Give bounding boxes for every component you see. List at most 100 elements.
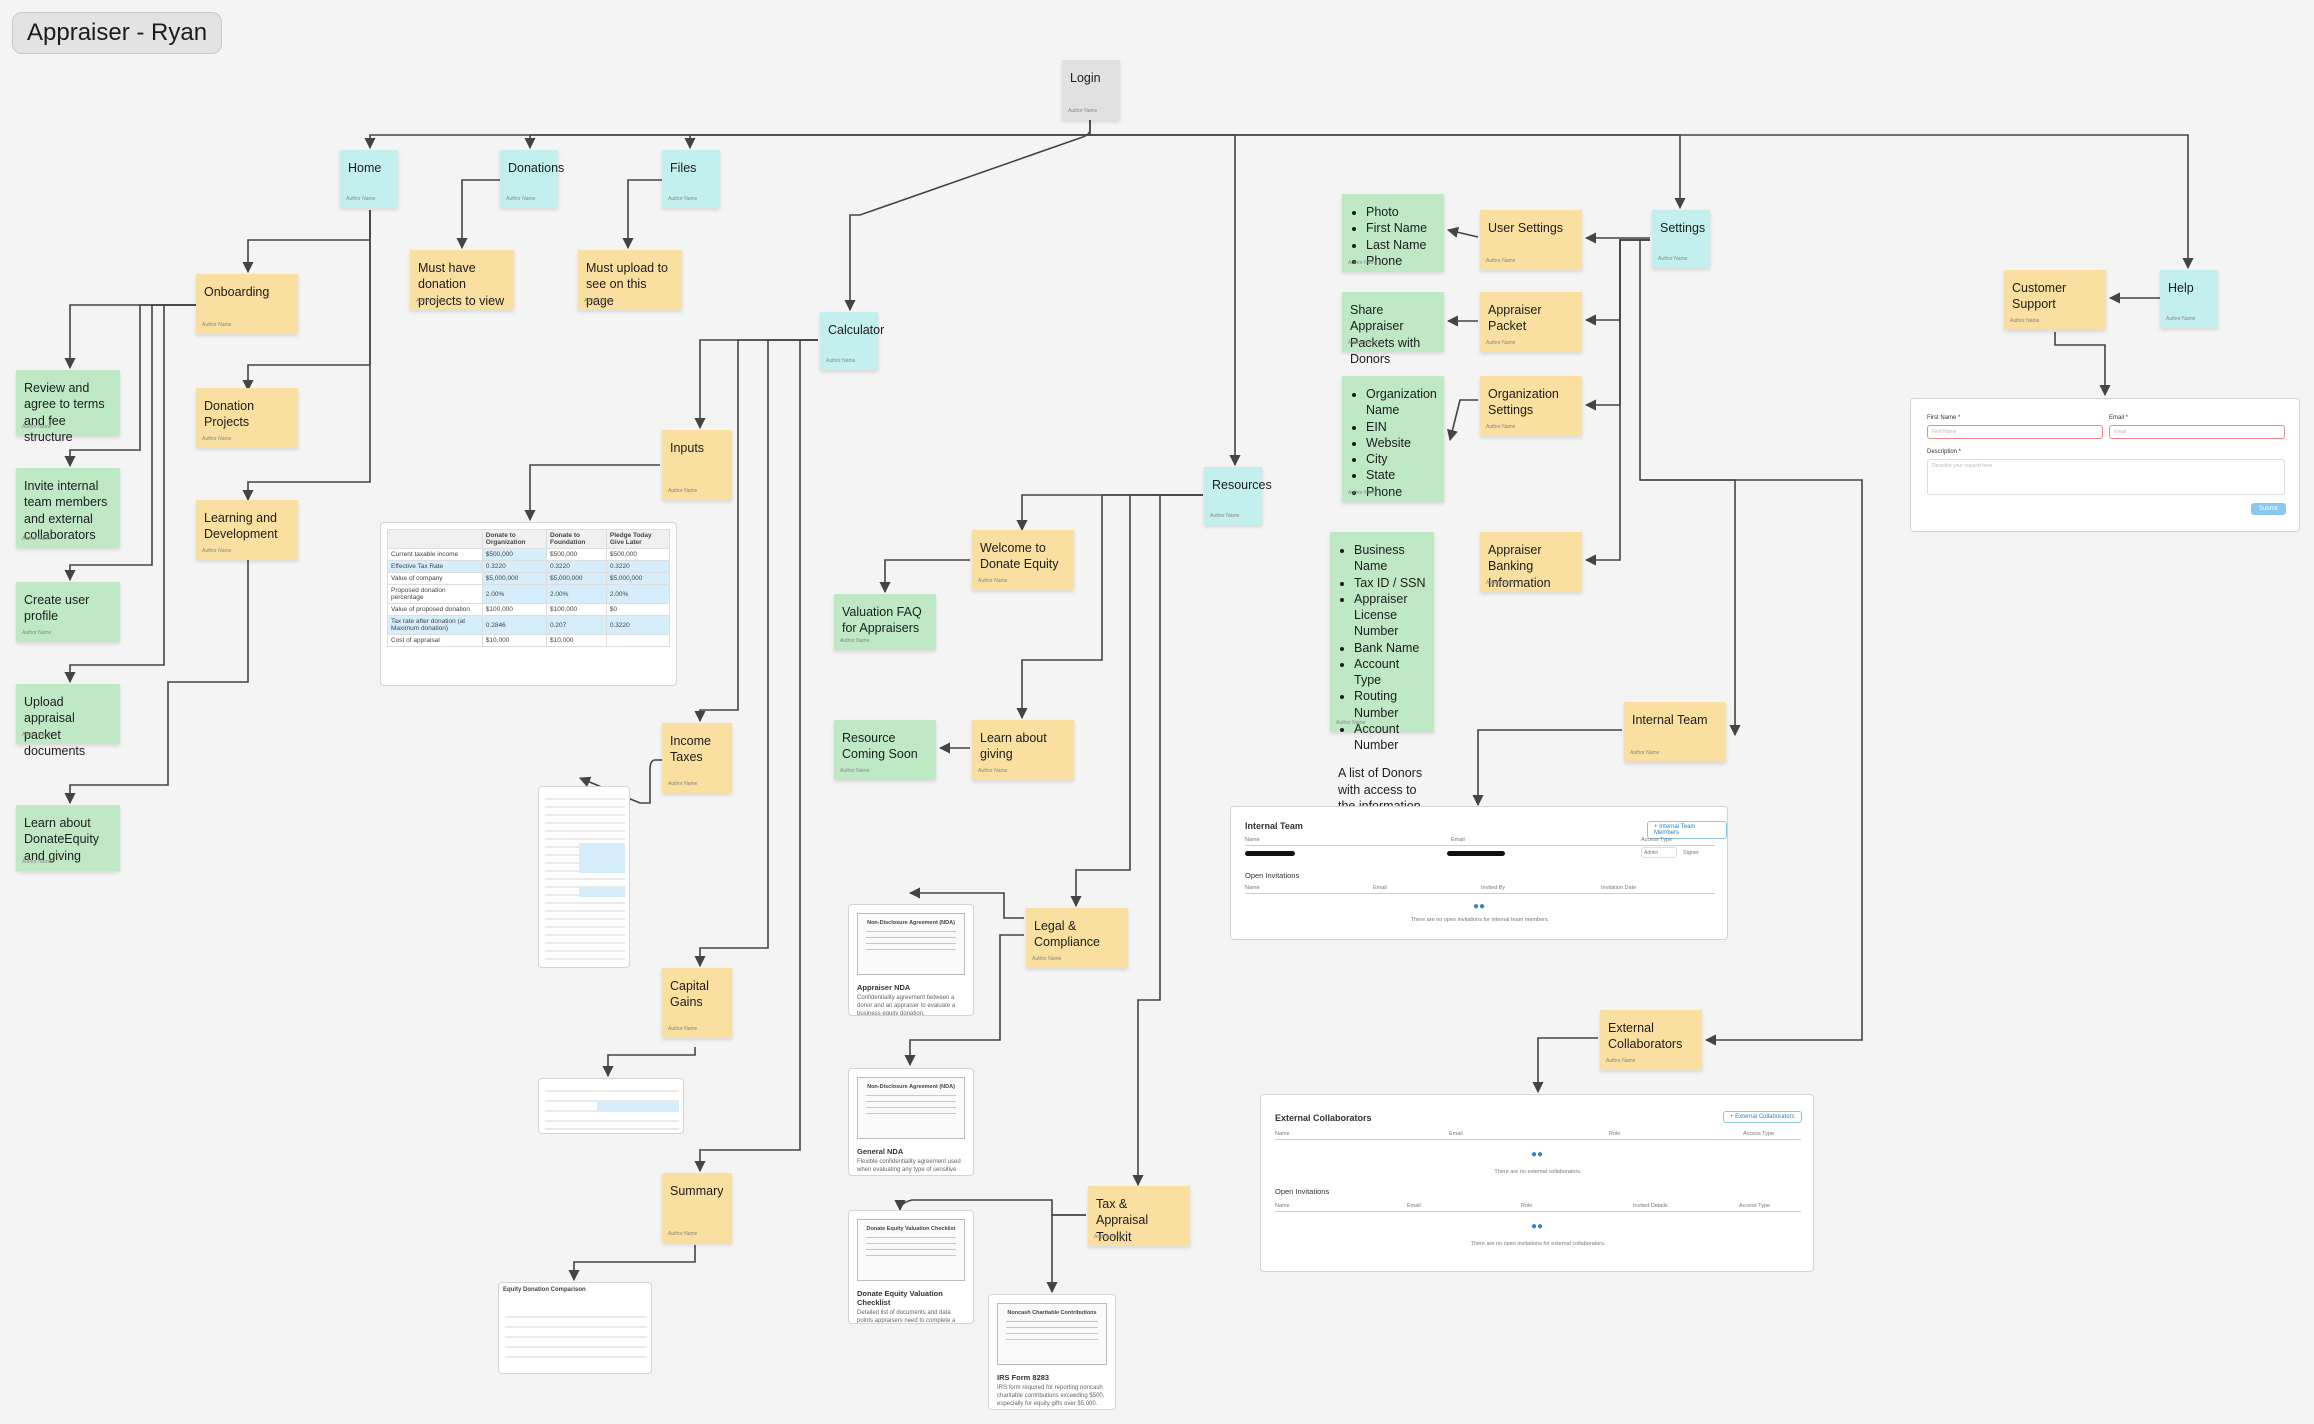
author-tag: Author Name [506,195,536,202]
tax-toolkit-node[interactable]: Tax & Appraisal Toolkit Author Name [1088,1186,1190,1246]
calc-cell[interactable]: 0.3220 [546,560,607,573]
author-tag: Author Name [1348,489,1378,496]
summary-thumbnail [505,1316,647,1358]
customer-support-node[interactable]: Customer Support Author Name [2004,270,2106,330]
first-name-input[interactable]: First Name [1927,425,2103,439]
calc-cell[interactable]: 0.3220 [481,560,548,573]
calc-cell[interactable]: $500,000 [605,548,671,561]
calc-cell[interactable]: $500,000 [546,548,607,561]
inv-col-invited-by: Invited By [1481,885,1506,891]
calc-cell: Cost of appraisal [387,634,483,647]
banking-node[interactable]: Appraiser Banking Information Author Nam… [1480,532,1582,592]
invite-team-node[interactable]: Invite internal team members and externa… [16,468,120,548]
resources-node[interactable]: Resources Author Name [1204,467,1272,525]
legal-node[interactable]: Legal & Compliance Author Name [1026,908,1128,968]
donation-projects-node[interactable]: Donation Projects Author Name [196,388,298,448]
resource-soon-node[interactable]: Resource Coming Soon Author Name [834,720,936,780]
calc-cell[interactable]: $100,000 [481,603,548,616]
calculator-node[interactable]: Calculator Author Name [820,312,884,370]
description-input[interactable]: Describe your request here [1927,459,2285,495]
submit-button[interactable]: Submit [2251,503,2286,515]
upload-packet-node[interactable]: Upload appraisal packet documents Author… [16,684,120,758]
calc-cell: Effective Tax Rate [387,560,483,573]
inputs-node[interactable]: Inputs Author Name [662,430,732,500]
settings-node[interactable]: Settings Author Name [1652,210,1710,268]
external-collab-node[interactable]: External Collaborators Author Name [1600,1010,1702,1070]
ext-inv-col-email: Email [1407,1203,1421,1209]
calc-cell[interactable]: 2.00% [605,584,671,604]
add-external-collab-button[interactable]: + External Collaborators [1723,1111,1802,1123]
files-label: Files [670,161,697,175]
author-tag: Author Name [668,1230,698,1237]
learn-giving-node[interactable]: Learn about giving Author Name [972,720,1074,780]
calc-cell[interactable]: $500,000 [481,548,548,561]
ext-open-invitations: Open Invitations [1275,1187,1330,1196]
appraiser-nda-card[interactable]: Non-Disclosure Agreement (NDA) Appraiser… [848,904,974,1016]
user-settings-node[interactable]: User Settings Author Name [1480,210,1582,270]
calc-header: Donate to Organization [481,529,548,549]
onboarding-node[interactable]: Onboarding Author Name [196,274,298,334]
org-settings-node[interactable]: Organization Settings Author Name [1480,376,1582,436]
calc-cell[interactable]: 0.2846 [481,615,548,635]
learning-node[interactable]: Learning and Development Author Name [196,500,298,560]
resource-soon-label: Resource Coming Soon [842,731,918,762]
banking-label: Appraiser Banking Information [1488,543,1551,590]
learning-label: Learning and Development [204,511,278,542]
calc-cell[interactable]: $5,000,000 [605,572,671,585]
email-input[interactable]: Email [2109,425,2285,439]
calc-cell[interactable]: $10,000 [481,634,548,647]
share-packets-node[interactable]: Share Appraiser Packets with Donors Auth… [1342,292,1444,366]
create-profile-node[interactable]: Create user profile Author Name [16,582,120,642]
files-node[interactable]: Files Author Name [662,150,720,208]
legal-label: Legal & Compliance [1034,919,1101,950]
calc-cell[interactable]: $5,000,000 [546,572,607,585]
internal-team-node[interactable]: Internal Team Author Name [1624,702,1726,762]
appraiser-packet-label: Appraiser Packet [1488,303,1542,334]
income-taxes-node[interactable]: Income Taxes Author Name [662,723,732,793]
donations-node[interactable]: Donations Author Name [500,150,564,208]
appraiser-packet-node[interactable]: Appraiser Packet Author Name [1480,292,1582,352]
review-terms-node[interactable]: Review and agree to terms and fee struct… [16,370,120,444]
calc-cell[interactable]: 0.3220 [605,560,671,573]
calc-cell[interactable]: 0.207 [546,615,607,635]
general-nda-card[interactable]: Non-Disclosure Agreement (NDA) General N… [848,1068,974,1176]
summary-node[interactable]: Summary Author Name [662,1173,732,1243]
income-taxes-label: Income Taxes [670,734,711,765]
signer-checkbox[interactable]: Signer [1683,850,1699,856]
valuation-faq-node[interactable]: Valuation FAQ for Appraisers Author Name [834,594,936,650]
calc-cell: Proposed donation percentage [387,584,483,604]
capital-gains-thumbnail [545,1090,679,1130]
author-tag: Author Name [2010,317,2040,324]
valuation-checklist-card[interactable]: Donate Equity Valuation Checklist Donate… [848,1210,974,1324]
author-tag: Author Name [22,731,52,738]
calc-cell[interactable]: $0 [605,603,671,616]
welcome-node[interactable]: Welcome to Donate Equity Author Name [972,530,1074,590]
org-field-item: Organization Name [1366,386,1437,419]
org-field-item: State [1366,467,1436,483]
add-internal-member-button[interactable]: + Internal Team Members [1647,821,1727,839]
irs-desc: IRS form required for reporting noncash … [997,1385,1105,1408]
calc-cell[interactable]: $10,000 [546,634,607,647]
author-tag: Author Name [22,858,52,865]
calc-cell[interactable]: 2.00% [546,584,607,604]
home-node[interactable]: Home Author Name [340,150,398,208]
calc-cell[interactable]: 2.00% [481,584,548,604]
user-fields: Photo First Name Last Name Phone [1350,204,1436,269]
login-node[interactable]: Login Author Name [1062,60,1120,120]
capital-gains-node[interactable]: Capital Gains Author Name [662,968,732,1038]
help-node[interactable]: Help Author Name [2160,270,2218,328]
calc-cell[interactable] [605,634,671,647]
donations-note[interactable]: Must have donation projects to view Auth… [410,250,514,310]
calc-cell[interactable]: $100,000 [546,603,607,616]
author-tag: Author Name [1486,339,1516,346]
summary-mock-title: Equity Donation Comparison [503,1287,586,1293]
learn-about-node[interactable]: Learn about DonateEquity and giving Auth… [16,805,120,871]
calc-cell[interactable]: $5,000,000 [481,572,548,585]
irs-form-card[interactable]: Noncash Charitable Contributions IRS For… [988,1294,1116,1410]
learn-about-label: Learn about DonateEquity and giving [24,816,100,863]
description-label: Description * [1927,449,1962,455]
calc-cell[interactable]: 0.3220 [605,615,671,635]
access-type-select[interactable]: Admin [1641,847,1677,858]
files-note[interactable]: Must upload to see on this page Author N… [578,250,682,310]
author-tag: Author Name [668,195,698,202]
